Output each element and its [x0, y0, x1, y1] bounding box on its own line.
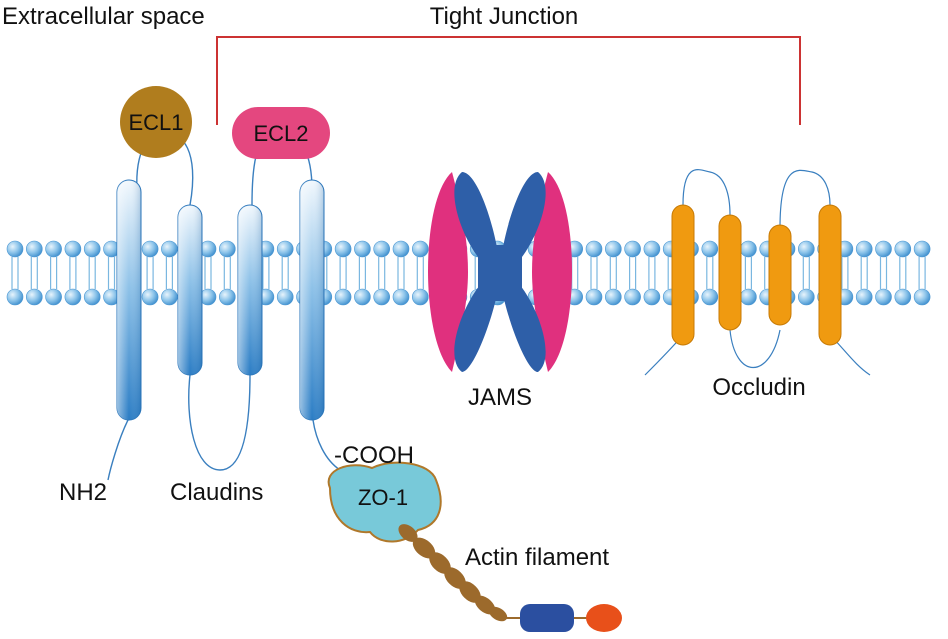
ecl1-loop: ECL1: [120, 86, 192, 158]
jams-label: JAMS: [468, 384, 532, 411]
claudins-label: Claudins: [170, 479, 263, 506]
occludin-helix-4: [818, 204, 842, 346]
actin-terminal-blue: [520, 604, 574, 632]
zo1-label: ZO-1: [358, 485, 408, 510]
ecl2-loop: ECL2: [232, 107, 330, 159]
ecl2-label: ECL2: [253, 121, 308, 146]
ecl1-label: ECL1: [128, 110, 183, 135]
cooh-label: -COOH: [334, 442, 414, 469]
lipid-bilayer: [6, 240, 931, 306]
occludin-helix-3: [768, 224, 792, 326]
occludin-protein: [644, 169, 871, 376]
tight-junction-label: Tight Junction: [430, 3, 579, 30]
occludin-helix-1: [671, 204, 695, 346]
extracellular-space-label: Extracellular space: [2, 3, 205, 30]
actin-terminal-orange: [586, 604, 622, 632]
tight-junction-bracket: [216, 36, 801, 125]
claudin-helices: [116, 179, 325, 421]
actin-filament: [398, 524, 622, 632]
occludin-label: Occludin: [712, 374, 805, 401]
occludin-helix-2: [718, 214, 742, 331]
zo1-protein: ZO-1: [327, 461, 442, 543]
actin-filament-label: Actin filament: [465, 544, 609, 571]
jams-protein: [428, 172, 572, 372]
nh2-label: NH2: [59, 479, 107, 506]
